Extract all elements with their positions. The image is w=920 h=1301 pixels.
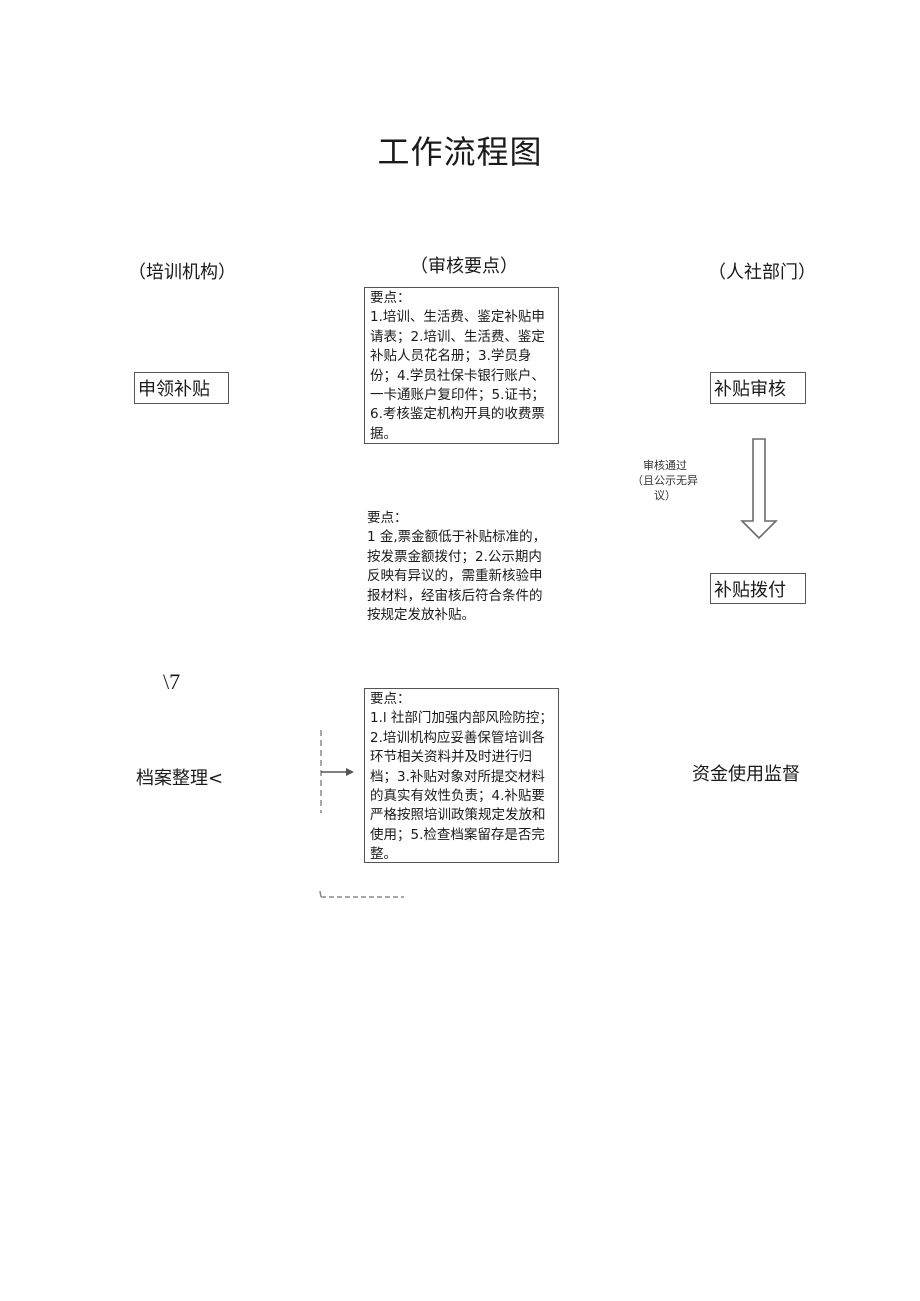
note1-line: 补贴人员花名册；3.学员身 xyxy=(370,348,532,365)
review-note-2: 要点： 1 金,票金额低于补贴标准的， 按发票金额拨付；2.公示期内 反映有异议… xyxy=(367,509,567,625)
column-header-training-institution: （培训机构） xyxy=(128,262,236,283)
subsidy-payment-box: 补贴拨付 xyxy=(710,573,806,604)
note3-line: 整。 xyxy=(370,846,397,863)
review-pass-line-2: （且公示无异 xyxy=(632,474,698,487)
down-arrow-icon xyxy=(740,438,778,540)
note3-line: 使用；5.检查档案留存是否完 xyxy=(370,826,545,843)
note3-line: 环节相关资料并及时进行归 xyxy=(370,749,532,766)
fund-supervision-label: 资金使用监督 xyxy=(692,764,800,785)
note2-line: 报材料，经宙核后符合条件的 xyxy=(367,587,543,604)
note3-line: 的真实有效性负责；4.补贴要 xyxy=(370,788,545,805)
note1-line: 份；4.学员社保卡银行账户、 xyxy=(370,367,545,384)
note1-line: 6.考核鉴定机构开具的收费票 xyxy=(370,406,545,423)
note3-line: 1.l 社部门加强内部风险防控； xyxy=(370,710,553,727)
review-pass-line-3: 议） xyxy=(654,489,676,502)
review-note-1: 要点： 1.培训、生活费、鉴定补贴申 请表；2.培训、生活费、鉴定 补贴人员花名… xyxy=(364,287,559,444)
note3-line: 严格按照培训政策规定发放和 xyxy=(370,807,546,824)
note2-line: 反映有异议的，需重新核验申 xyxy=(367,568,543,585)
review-note-3: 要点： 1.l 社部门加强内部风险防控； 2.培训机构应妥善保管培训各 环节相关… xyxy=(364,688,559,863)
note2-line: 按规定发放补贴。 xyxy=(367,607,475,624)
note3-line: 档；3.补贴对象对所提交材料 xyxy=(370,768,545,785)
note3-line: 2.培训机构应妥善保管培训各 xyxy=(370,729,545,746)
note1-line: 据。 xyxy=(370,425,397,442)
subsidy-review-box: 补贴审核 xyxy=(710,372,806,404)
note2-line: 1 金,票金额低于补贴标准的， xyxy=(367,529,547,546)
subsidy-review-label: 补贴审核 xyxy=(714,379,786,400)
apply-subsidy-box: 申领补贴 xyxy=(134,372,229,404)
note1-line: 要点： xyxy=(370,290,411,306)
column-header-hr-department: （人社部门） xyxy=(708,262,816,283)
review-pass-label: 审核通过 （且公示无异 议） xyxy=(618,458,712,503)
stray-glyph: \7 xyxy=(163,669,181,694)
archive-label: 档案整理< xyxy=(136,768,224,789)
note1-line: 请表；2.培训、生活费、鉴定 xyxy=(370,328,545,345)
dashed-connector xyxy=(319,730,404,898)
note1-line: 一卡通账户复印件；5.证书； xyxy=(370,387,545,404)
column-header-review-points: （审核要点） xyxy=(410,256,518,277)
note2-line: 要点： xyxy=(367,510,408,526)
page-title: 工作流程图 xyxy=(377,133,543,171)
note3-line: 要点： xyxy=(370,691,411,707)
note2-line: 按发票金额拨付；2.公示期内 xyxy=(367,548,542,565)
subsidy-payment-label: 补贴拨付 xyxy=(714,579,786,601)
review-pass-line-1: 审核通过 xyxy=(643,459,687,472)
note1-line: 1.培训、生活费、鉴定补贴申 xyxy=(370,309,545,326)
apply-subsidy-label: 申领补贴 xyxy=(138,379,210,400)
